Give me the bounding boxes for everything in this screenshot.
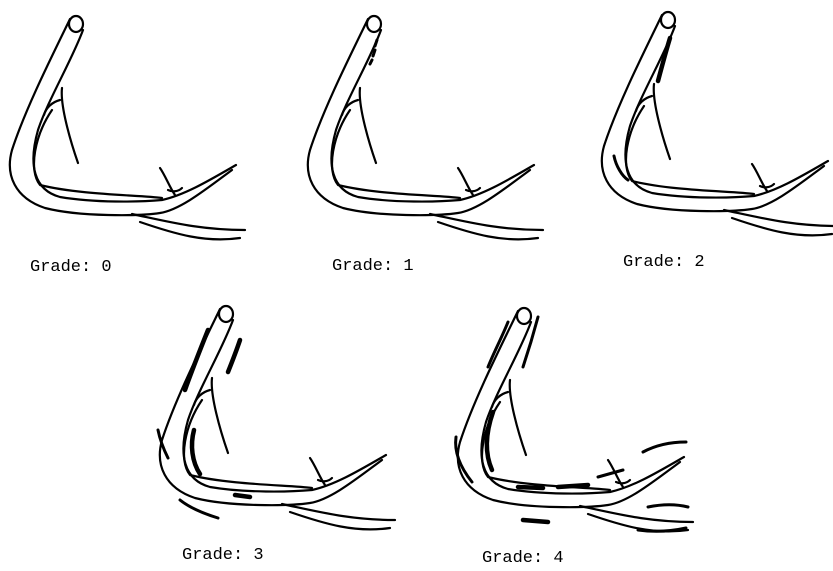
lesion-mark [235,495,250,497]
lesion-mark [648,505,688,507]
grade-label-1: Grade: 1 [332,257,414,276]
panel-grade-4 [456,308,693,531]
lesion-mark [180,500,218,518]
grade-label-2: Grade: 2 [623,253,705,272]
lesion-mark [456,437,472,482]
lesion-mark [488,322,508,367]
panel-grade-2 [602,12,833,235]
panel-grade-3 [158,306,395,529]
grade-label-3: Grade: 3 [182,546,264,565]
panel-grade-0 [10,16,245,239]
vessel-outline [458,308,693,531]
lesion-mark [192,430,200,474]
lesion-mark [487,412,493,470]
lesion-mark [598,470,623,477]
panel-grade-1 [308,16,543,239]
lesion-mark [643,442,686,452]
lesion-mark [523,520,548,522]
vessel-outline [602,12,833,235]
vessel-outline [308,16,543,239]
vessel-outline [10,16,245,239]
grade-label-0: Grade: 0 [30,258,112,277]
vessel-outline [160,306,395,529]
grade-label-4: Grade: 4 [482,549,564,568]
lesion-mark [228,340,240,372]
